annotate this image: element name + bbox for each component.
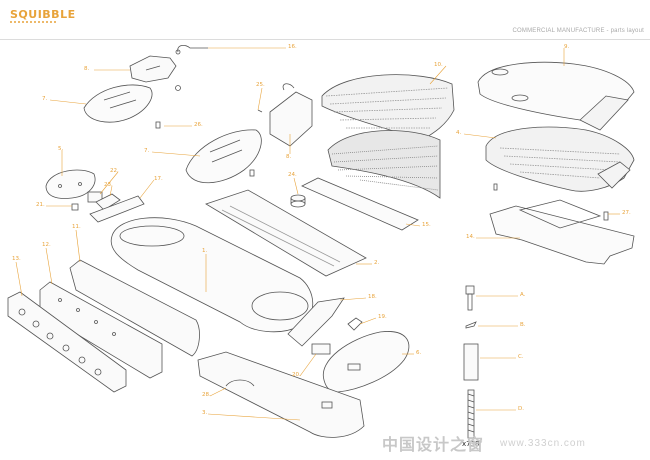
callout-15: 15. [422, 222, 431, 228]
callout-1: 1. [202, 248, 208, 254]
header-divider [0, 39, 650, 40]
part-7-cover-mid [185, 129, 262, 184]
callout-10: 10. [434, 62, 443, 68]
part-2-chassis [205, 169, 367, 277]
small-pin-mid [493, 183, 498, 191]
part-24-knob [290, 194, 306, 208]
part-9-shell [477, 61, 635, 131]
callout-28: 28. [202, 392, 211, 398]
callout-A: A. [520, 292, 526, 298]
callout-19: 19. [378, 314, 387, 320]
part-11-wedge [69, 259, 200, 357]
callout-8-top: 8. [84, 66, 90, 72]
callout-24: 24. [288, 172, 297, 178]
part-6-oval-cover [322, 331, 410, 393]
callout-7-mid: 7. [144, 148, 150, 154]
callout-27: 27. [622, 210, 631, 216]
part-20-block [311, 343, 331, 355]
callout-17: 17. [154, 176, 163, 182]
part-25-washer [175, 85, 181, 91]
part-22-block [87, 191, 103, 203]
part-19-clip [347, 317, 363, 331]
watermark-text: 中国设计之窗 [382, 437, 485, 454]
document-title: COMMERCIAL MANUFACTURE - parts layout [512, 28, 644, 34]
part-21-nut [71, 203, 79, 211]
fastener-B-spring [465, 321, 477, 329]
part-26-pin [155, 121, 161, 129]
callout-3: 3. [202, 410, 208, 416]
part-27-pin [603, 211, 609, 221]
part-18-bracket [287, 297, 345, 347]
callout-23: 23. [104, 182, 113, 188]
callout-leader-lines [15, 47, 620, 421]
part-23-block [95, 193, 121, 211]
fastener-D-screw [467, 389, 475, 439]
part-10-textured-panel [321, 74, 455, 141]
fastener-A-bolt [465, 285, 475, 311]
part-spiked-mat [327, 130, 441, 199]
part-3-tray [197, 351, 365, 438]
callout-20: 20. [292, 372, 301, 378]
part-15-plate [301, 177, 419, 231]
screw-quantity-label: x738 [462, 440, 480, 448]
callout-11: 11. [72, 224, 81, 230]
part-17-rail [89, 195, 145, 223]
fastener-C-spacer [463, 343, 479, 381]
part-14-frame [489, 199, 635, 265]
callout-22: 22. [110, 168, 119, 174]
part-8-clip-top [129, 55, 177, 83]
part-13-button-strip [7, 291, 127, 393]
callout-7-top: 7. [42, 96, 48, 102]
callout-21: 21. [36, 202, 45, 208]
callout-9: 9. [564, 44, 570, 50]
callout-13: 13. [12, 256, 21, 262]
part-5-holder [45, 169, 96, 199]
callout-26: 26. [194, 122, 203, 128]
callout-14: 14. [466, 234, 475, 240]
callout-2: 2. [374, 260, 380, 266]
callout-18: 18. [368, 294, 377, 300]
callout-16: 16. [288, 44, 297, 50]
callout-D: D. [518, 406, 524, 412]
part-8-bracket-right [257, 83, 313, 147]
part-16-hook [175, 44, 208, 55]
brand-logo: SQUIBBLE [10, 8, 76, 21]
watermark-url: www.333cn.com [500, 438, 586, 449]
callout-12: 12. [42, 242, 51, 248]
callout-25: 25. [256, 82, 265, 88]
callout-4: 4. [456, 130, 462, 136]
callout-B: B. [520, 322, 526, 328]
callout-8-right: 8. [286, 154, 292, 160]
part-7-cover-top [83, 84, 153, 123]
callout-6: 6. [416, 350, 422, 356]
part-4-top-shell [485, 126, 635, 192]
callout-C: C. [518, 354, 524, 360]
brand-dot-pattern [10, 21, 70, 29]
callout-5: 5. [58, 146, 64, 152]
